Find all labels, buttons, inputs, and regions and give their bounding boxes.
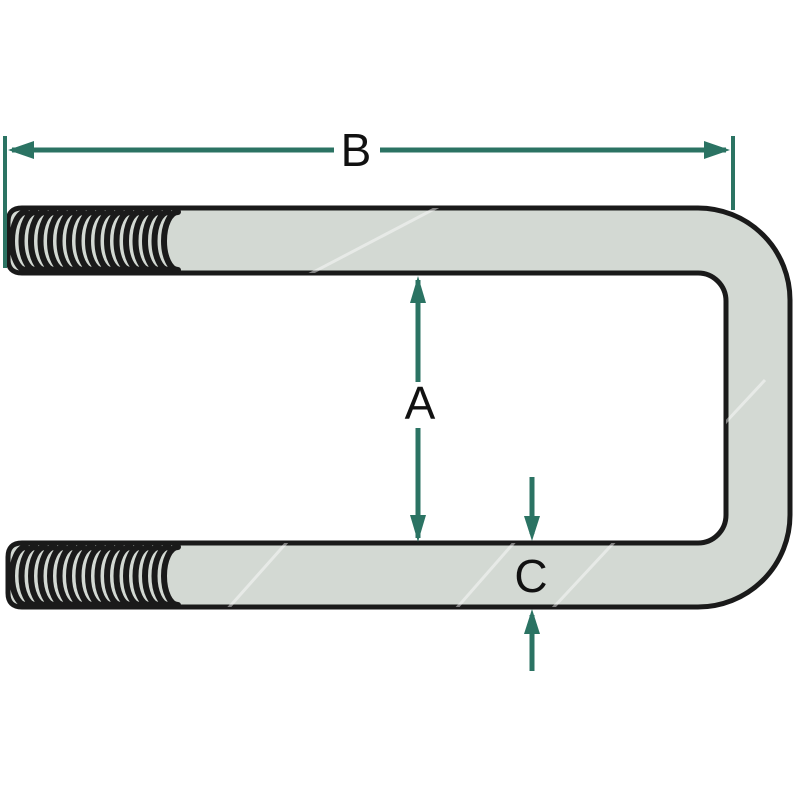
dimension-b-arrowhead-left [8,141,34,159]
dimension-c: C [514,477,548,671]
dimension-a-arrowhead-down [410,515,426,542]
dimension-a-label: A [405,377,436,429]
dimension-c-label: C [514,550,547,602]
dimension-b-arrowhead-right [704,141,730,159]
dimension-a: A [405,276,436,542]
thread-pattern-top-leg [9,209,181,273]
dimension-c-arrowhead-up [524,609,540,634]
dimension-b-label: B [341,124,372,176]
dimension-a-arrowhead-up [410,276,426,303]
dimension-b: B [3,124,735,268]
thread-pattern-bottom-leg [9,544,181,608]
dimension-c-arrowhead-down [524,516,540,541]
